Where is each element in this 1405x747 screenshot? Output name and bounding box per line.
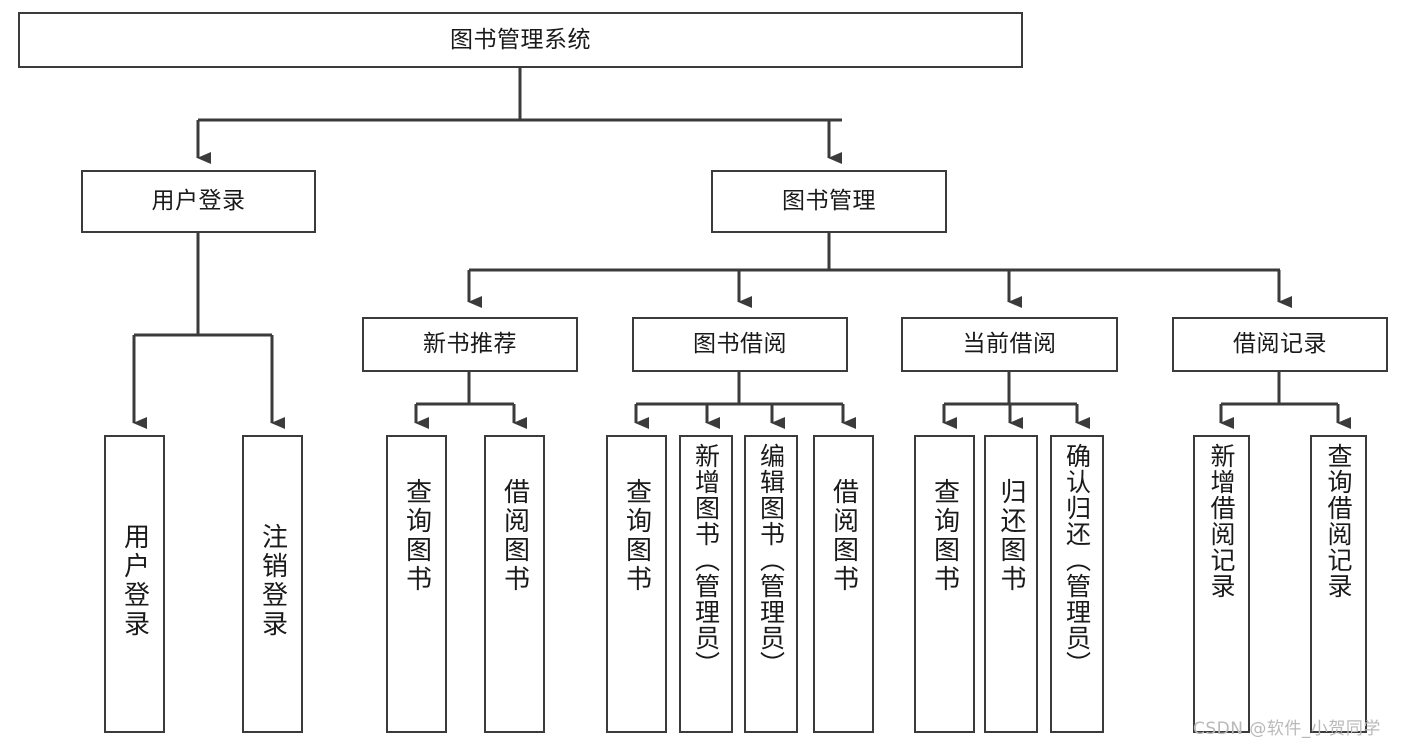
node-user-login-label: 用户登录	[151, 188, 246, 215]
node-leaf-query-book-1[interactable]: 查询图书	[386, 435, 447, 733]
node-borrow-record-label: 借阅记录	[1233, 331, 1327, 358]
node-user-login[interactable]: 用户登录	[81, 170, 316, 233]
node-leaf-user-login-label: 用户登录	[119, 523, 150, 639]
node-leaf-add-record-label: 新增借阅记录	[1207, 443, 1236, 599]
node-leaf-query-book-3[interactable]: 查询图书	[914, 435, 975, 733]
node-leaf-borrow-book-2-label: 借阅图书	[828, 478, 859, 594]
node-book-management[interactable]: 图书管理	[711, 170, 947, 233]
node-leaf-confirm-return[interactable]: 确认归还（管理员）	[1050, 435, 1104, 733]
node-new-book-recommend-label: 新书推荐	[423, 331, 517, 358]
node-leaf-confirm-return-label: 确认归还（管理员）	[1062, 443, 1092, 677]
node-leaf-borrow-book-2[interactable]: 借阅图书	[813, 435, 874, 733]
node-current-borrow[interactable]: 当前借阅	[901, 317, 1118, 372]
node-leaf-user-login[interactable]: 用户登录	[104, 435, 165, 733]
node-leaf-logout-login-label: 注销登录	[257, 523, 288, 639]
node-leaf-return-book[interactable]: 归还图书	[984, 435, 1038, 733]
node-new-book-recommend[interactable]: 新书推荐	[362, 317, 578, 372]
node-root-label: 图书管理系统	[450, 26, 591, 53]
node-book-borrow[interactable]: 图书借阅	[632, 317, 848, 372]
csdn-watermark: CSDN @软件_小贺同学	[1193, 719, 1381, 739]
node-leaf-query-book-1-label: 查询图书	[401, 478, 432, 594]
node-book-management-label: 图书管理	[782, 188, 876, 215]
node-borrow-record[interactable]: 借阅记录	[1172, 317, 1388, 372]
node-leaf-add-record[interactable]: 新增借阅记录	[1193, 435, 1250, 733]
node-leaf-borrow-book-1[interactable]: 借阅图书	[484, 435, 545, 733]
node-root[interactable]: 图书管理系统	[18, 12, 1023, 68]
node-current-borrow-label: 当前借阅	[962, 331, 1057, 358]
node-leaf-add-book-label: 新增图书（管理员）	[691, 443, 721, 677]
node-leaf-edit-book-label: 编辑图书（管理员）	[756, 443, 786, 677]
node-leaf-logout-login[interactable]: 注销登录	[242, 435, 303, 733]
node-leaf-add-book[interactable]: 新增图书（管理员）	[679, 435, 733, 733]
node-leaf-edit-book[interactable]: 编辑图书（管理员）	[744, 435, 798, 733]
node-book-borrow-label: 图书借阅	[693, 331, 787, 358]
node-leaf-query-book-2-label: 查询图书	[621, 478, 652, 594]
node-leaf-return-book-label: 归还图书	[996, 478, 1026, 594]
node-leaf-query-book-3-label: 查询图书	[929, 478, 960, 594]
node-leaf-query-record[interactable]: 查询借阅记录	[1310, 435, 1367, 733]
node-leaf-query-book-2[interactable]: 查询图书	[606, 435, 667, 733]
node-leaf-borrow-book-1-label: 借阅图书	[499, 478, 530, 594]
node-leaf-query-record-label: 查询借阅记录	[1324, 443, 1353, 599]
